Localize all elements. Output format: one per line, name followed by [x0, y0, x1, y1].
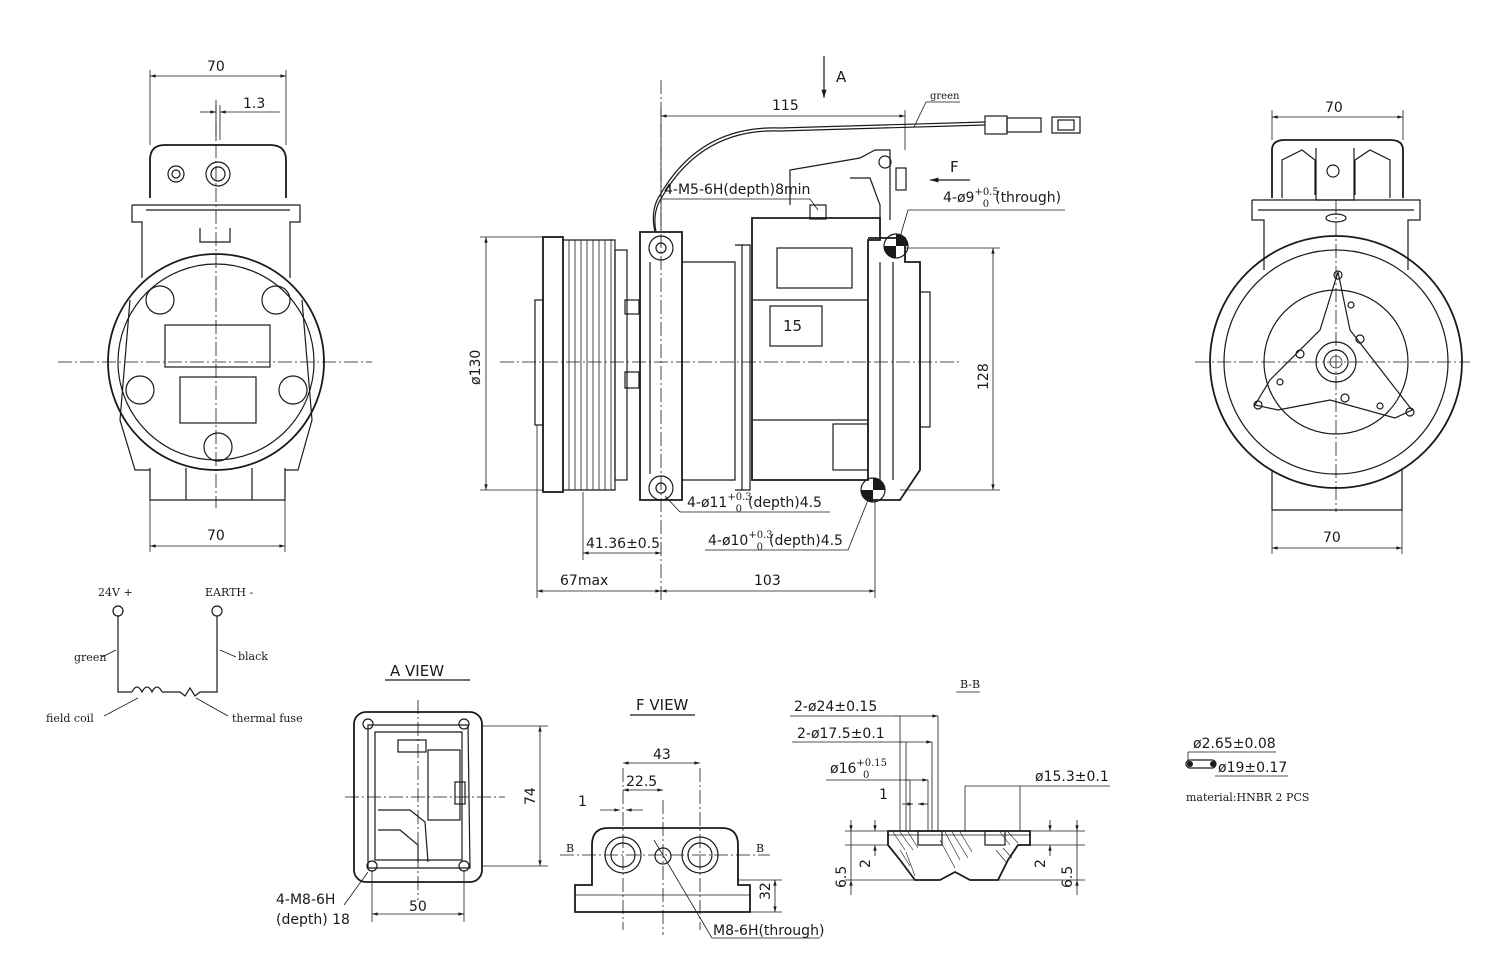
bb-16: ø16 — [830, 761, 856, 777]
f-view-title: F VIEW — [636, 696, 689, 714]
hole-11-tol-lower: 0 — [736, 504, 742, 515]
dim-right-bottom-width: 70 — [1323, 530, 1341, 546]
dim-f-view-32: 32 — [758, 882, 774, 900]
f-view-section-right: B — [756, 842, 764, 855]
left-front-view: 70 1.3 70 — [58, 59, 372, 552]
dim-side-max: 67max — [560, 573, 608, 589]
side-view: 15 green A F — [468, 56, 1081, 600]
dim-left-top-width: 70 — [207, 59, 225, 75]
dim-side-height-128: 128 — [976, 363, 992, 390]
hole-9-tol-upper: +0.5 — [974, 187, 998, 198]
f-view-thread-note: M8-6H(through) — [713, 923, 824, 939]
oring-section-dim: ø2.65±0.08 — [1193, 736, 1276, 752]
dim-side-length-115: 115 — [772, 98, 799, 114]
wiring-diagram: 24V + EARTH - green black field coil the… — [46, 586, 303, 725]
right-rear-view: 70 70 — [1195, 100, 1470, 554]
a-view: A VIEW 74 50 4-M8-6H (depth) 18 — [276, 662, 548, 928]
dim-f-view-22-5: 22.5 — [626, 774, 657, 790]
hole-11-prefix: 4-ø11 — [687, 495, 727, 511]
body-label: 15 — [783, 317, 802, 335]
a-view-title: A VIEW — [390, 662, 444, 680]
bb-16-tol-upper: +0.15 — [856, 758, 887, 769]
hole-11-tol-upper: +0.3 — [727, 492, 751, 503]
view-f-arrow-label: F — [950, 158, 959, 176]
bb-1: 1 — [879, 787, 888, 803]
hole-10-prefix: 4-ø10 — [708, 533, 748, 549]
thread-m5-note: 4-M5-6H(depth)8min — [664, 182, 810, 198]
thermal-fuse-label: thermal fuse — [232, 712, 303, 725]
dim-left-bottom-width: 70 — [207, 528, 225, 544]
terminal-earth-icon — [211, 605, 223, 617]
f-view-section-left: B — [566, 842, 574, 855]
wire-color-label: green — [930, 91, 960, 102]
terminal-positive-label: 24V + — [98, 586, 133, 599]
oring-material: material:HNBR 2 PCS — [1186, 791, 1309, 804]
dim-side-length-103: 103 — [754, 573, 781, 589]
dim-right-top-width: 70 — [1325, 100, 1343, 116]
bb-right-2: 2 — [1033, 859, 1049, 868]
hole-9-tol-lower: 0 — [983, 199, 989, 210]
oring-diameter-dim: ø19±0.17 — [1218, 760, 1287, 776]
terminal-positive-icon — [112, 605, 124, 617]
a-view-thread-line1: 4-M8-6H — [276, 892, 335, 908]
field-coil-icon — [131, 686, 163, 694]
view-a-arrow-label: A — [836, 68, 847, 86]
a-view-thread-line2: (depth) 18 — [276, 912, 350, 928]
field-coil-label: field coil — [46, 712, 94, 725]
bb-15-3: ø15.3±0.1 — [1035, 769, 1109, 785]
hole-9-prefix: 4-ø9 — [943, 190, 974, 206]
bb-2-17-5: 2-ø17.5±0.1 — [797, 726, 885, 742]
hole-10-suffix: (depth)4.5 — [769, 533, 843, 549]
terminal-earth-label: EARTH - — [205, 586, 253, 599]
bb-left-6-5: 6.5 — [834, 866, 850, 888]
bb-2-24: 2-ø24±0.15 — [794, 699, 877, 715]
dim-side-diameter: ø130 — [468, 350, 484, 385]
hole-9-suffix: (through) — [995, 190, 1061, 206]
bb-section-title: B-B — [960, 678, 980, 691]
dim-left-top-offset: 1.3 — [243, 96, 265, 112]
wire-black-label: black — [238, 650, 268, 663]
dim-a-view-height: 74 — [523, 787, 539, 805]
o-ring-detail: ø2.65±0.08 ø19±0.17 material:HNBR 2 PCS — [1185, 736, 1309, 804]
hole-10-tol-upper: +0.3 — [748, 530, 772, 541]
hole-10-tol-lower: 0 — [757, 542, 763, 553]
bb-left-2: 2 — [858, 859, 874, 868]
dim-f-view-43: 43 — [653, 747, 671, 763]
dim-side-pulley-offset: 41.36±0.5 — [586, 536, 660, 552]
bb-16-tol-lower: 0 — [863, 770, 869, 781]
bb-right-6-5: 6.5 — [1060, 866, 1076, 888]
dim-a-view-width: 50 — [409, 899, 427, 915]
wire-green-label: green — [74, 651, 106, 664]
hole-11-suffix: (depth)4.5 — [748, 495, 822, 511]
f-view: F VIEW B B 43 22.5 1 32 M8-6H(through) — [560, 696, 824, 939]
connector-icon — [1051, 116, 1081, 134]
dim-f-view-1: 1 — [578, 794, 587, 810]
thermal-fuse-icon — [162, 686, 201, 697]
